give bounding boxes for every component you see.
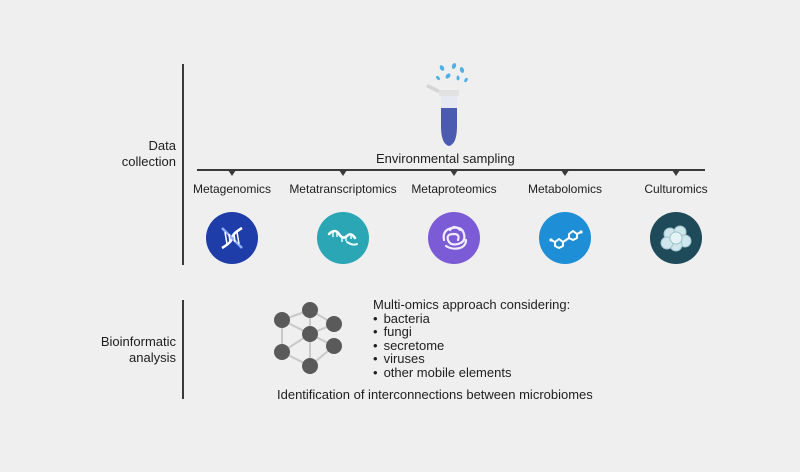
tick-metabolomics bbox=[561, 170, 569, 176]
data-collection-divider bbox=[182, 64, 184, 265]
multi-omics-list: bacteria fungi secretome viruses other m… bbox=[373, 311, 570, 380]
tick-metaproteomics bbox=[450, 170, 458, 176]
data-collection-label: Data collection bbox=[121, 138, 176, 169]
network-graph-icon bbox=[274, 302, 342, 374]
dna-helix-icon bbox=[206, 212, 258, 264]
omics-label-metabolomics: Metabolomics bbox=[527, 182, 603, 196]
multi-omics-heading: Multi-omics approach considering: bbox=[373, 297, 571, 312]
interconnections-caption: Identification of interconnections betwe… bbox=[277, 387, 593, 402]
sampling-bracket-line bbox=[197, 169, 705, 171]
tick-metagenomics bbox=[228, 170, 236, 176]
omics-label-metagenomics: Metagenomics bbox=[192, 182, 272, 196]
multi-omics-block: Multi-omics approach considering: bacter… bbox=[373, 298, 570, 379]
rna-strand-icon bbox=[317, 212, 369, 264]
bioinformatic-divider bbox=[182, 300, 184, 399]
tick-metatranscriptomics bbox=[339, 170, 347, 176]
cell-colony-icon bbox=[650, 212, 702, 264]
environmental-sampling-label: Environmental sampling bbox=[376, 151, 515, 166]
list-item: secretome bbox=[373, 338, 570, 353]
protein-fold-icon bbox=[428, 212, 480, 264]
bioinformatic-analysis-label: Bioinformatic analysis bbox=[100, 334, 176, 365]
omics-label-culturomics: Culturomics bbox=[644, 182, 708, 196]
molecule-icon bbox=[539, 212, 591, 264]
omics-label-metatranscriptomics: Metatranscriptomics bbox=[289, 182, 397, 196]
sampling-tube-icon bbox=[426, 63, 468, 146]
list-item: fungi bbox=[373, 325, 570, 339]
list-item: bacteria bbox=[373, 311, 570, 326]
tick-culturomics bbox=[672, 170, 680, 176]
omics-label-metaproteomics: Metaproteomics bbox=[411, 182, 497, 196]
list-item: viruses bbox=[373, 352, 570, 366]
list-item: other mobile elements bbox=[373, 365, 570, 380]
